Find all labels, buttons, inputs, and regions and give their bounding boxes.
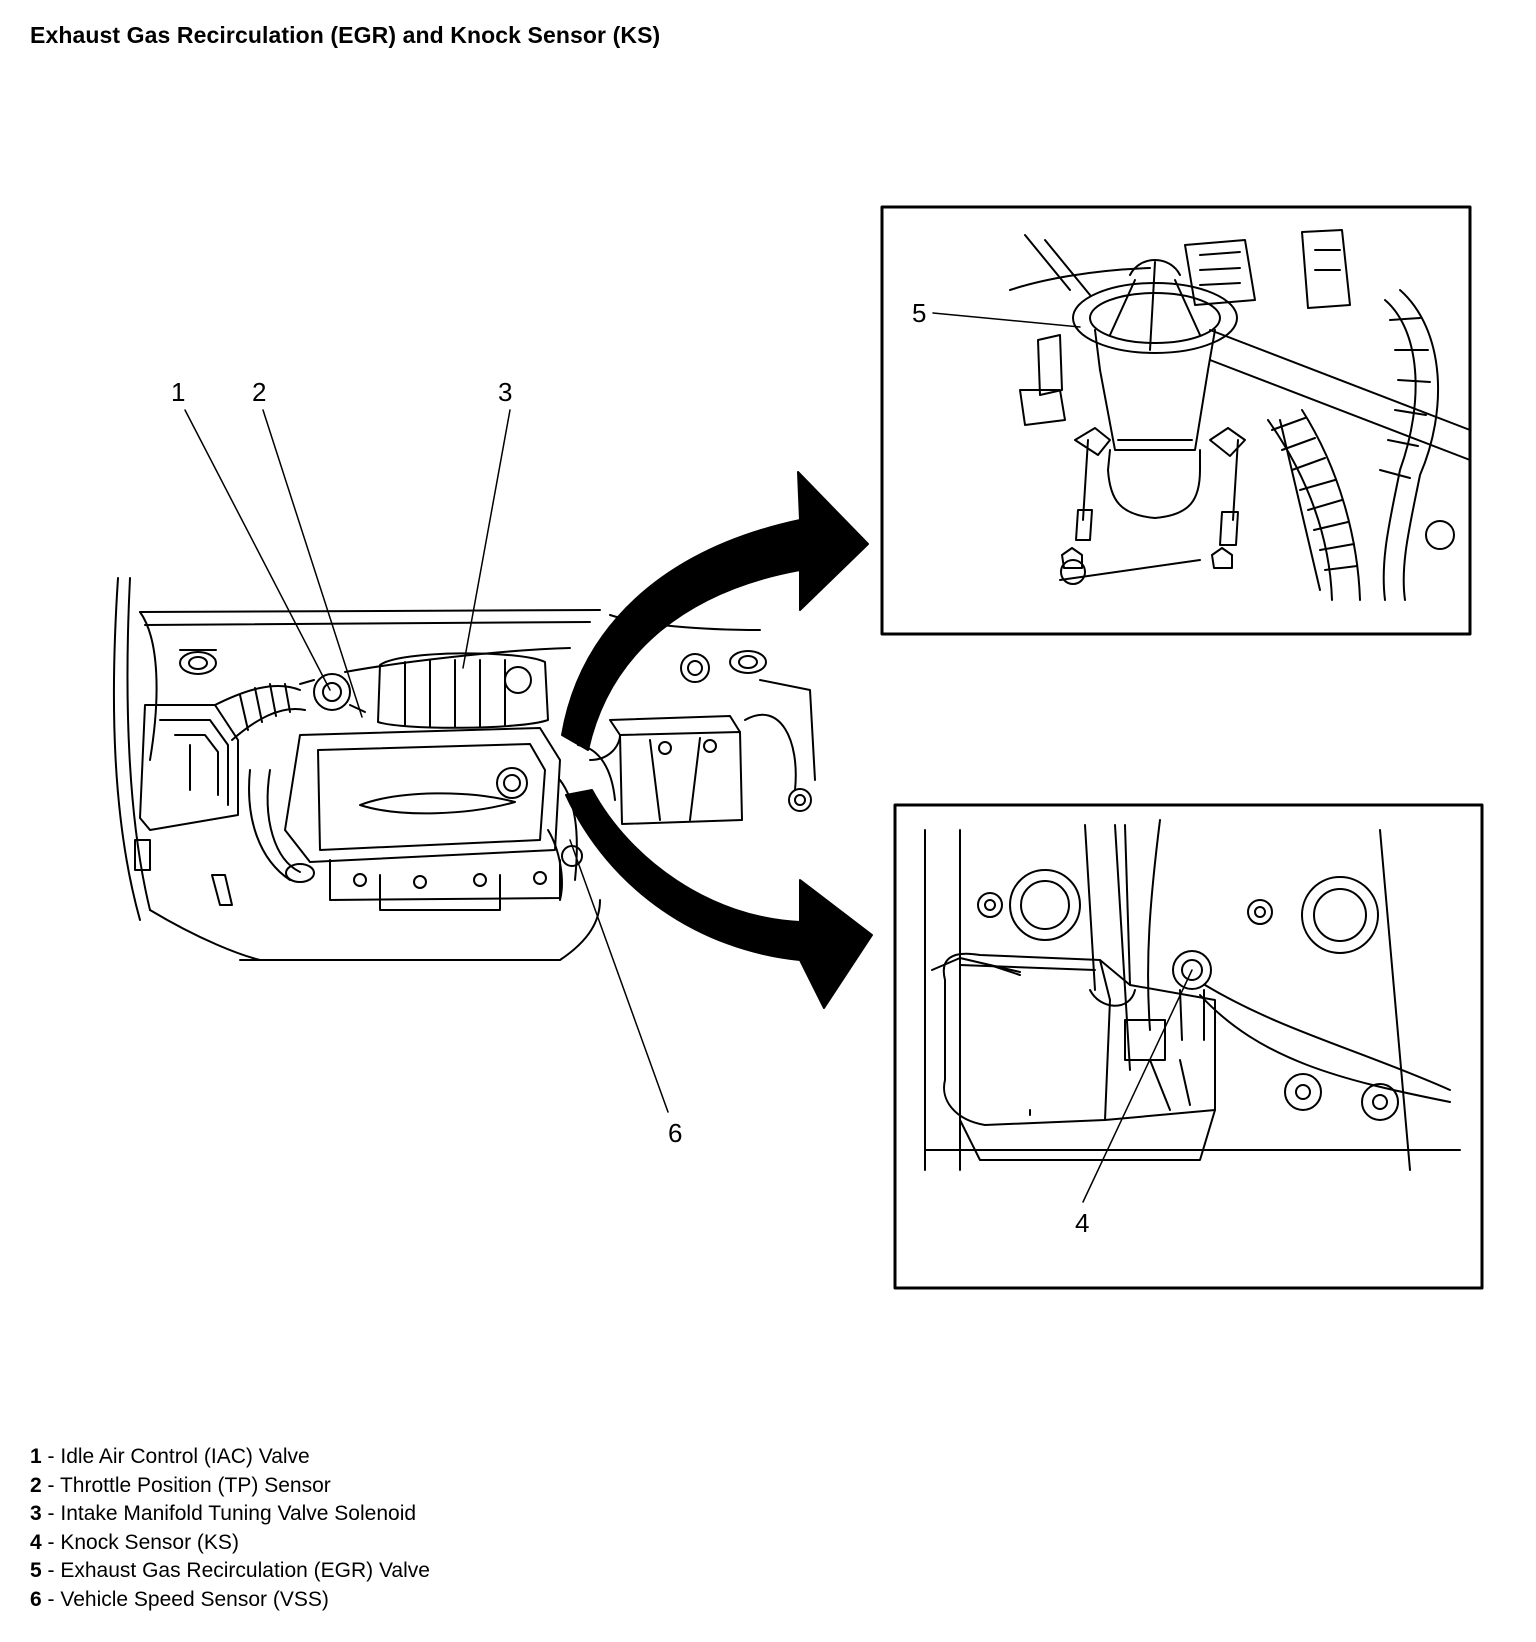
- page-title: Exhaust Gas Recirculation (EGR) and Knoc…: [30, 22, 661, 48]
- knock-sensor-inset-frame: [893, 803, 1484, 1290]
- engine-bay-illustration: [112, 577, 767, 961]
- callout-4: 4: [1075, 1208, 1089, 1238]
- egr-inset-frame: [880, 205, 1472, 636]
- knock-sensor-illustration: [924, 819, 1461, 1171]
- legend-item: 3 - Intake Manifold Tuning Valve Solenoi…: [30, 1502, 417, 1525]
- legend: 1 - Idle Air Control (IAC) Valve 2 - Thr…: [30, 1443, 430, 1614]
- lower-arrow: [565, 789, 873, 1009]
- legend-item: 4 - Knock Sensor (KS): [30, 1530, 239, 1554]
- callout-1: 1: [171, 377, 185, 407]
- upper-arrow: [561, 471, 869, 751]
- callout-6: 6: [668, 1118, 682, 1148]
- legend-item: 6 - Vehicle Speed Sensor (VSS): [30, 1587, 329, 1611]
- legend-item: 1 - Idle Air Control (IAC) Valve: [30, 1445, 310, 1468]
- leader-lines: [184, 312, 1193, 1203]
- callout-5: 5: [912, 298, 926, 328]
- callout-3: 3: [498, 377, 512, 407]
- egr-valve-illustration: [1009, 229, 1471, 601]
- legend-item: 2 - Throttle Position (TP) Sensor: [30, 1473, 331, 1497]
- callout-2: 2: [252, 377, 266, 407]
- legend-item: 5 - Exhaust Gas Recirculation (EGR) Valv…: [30, 1559, 430, 1582]
